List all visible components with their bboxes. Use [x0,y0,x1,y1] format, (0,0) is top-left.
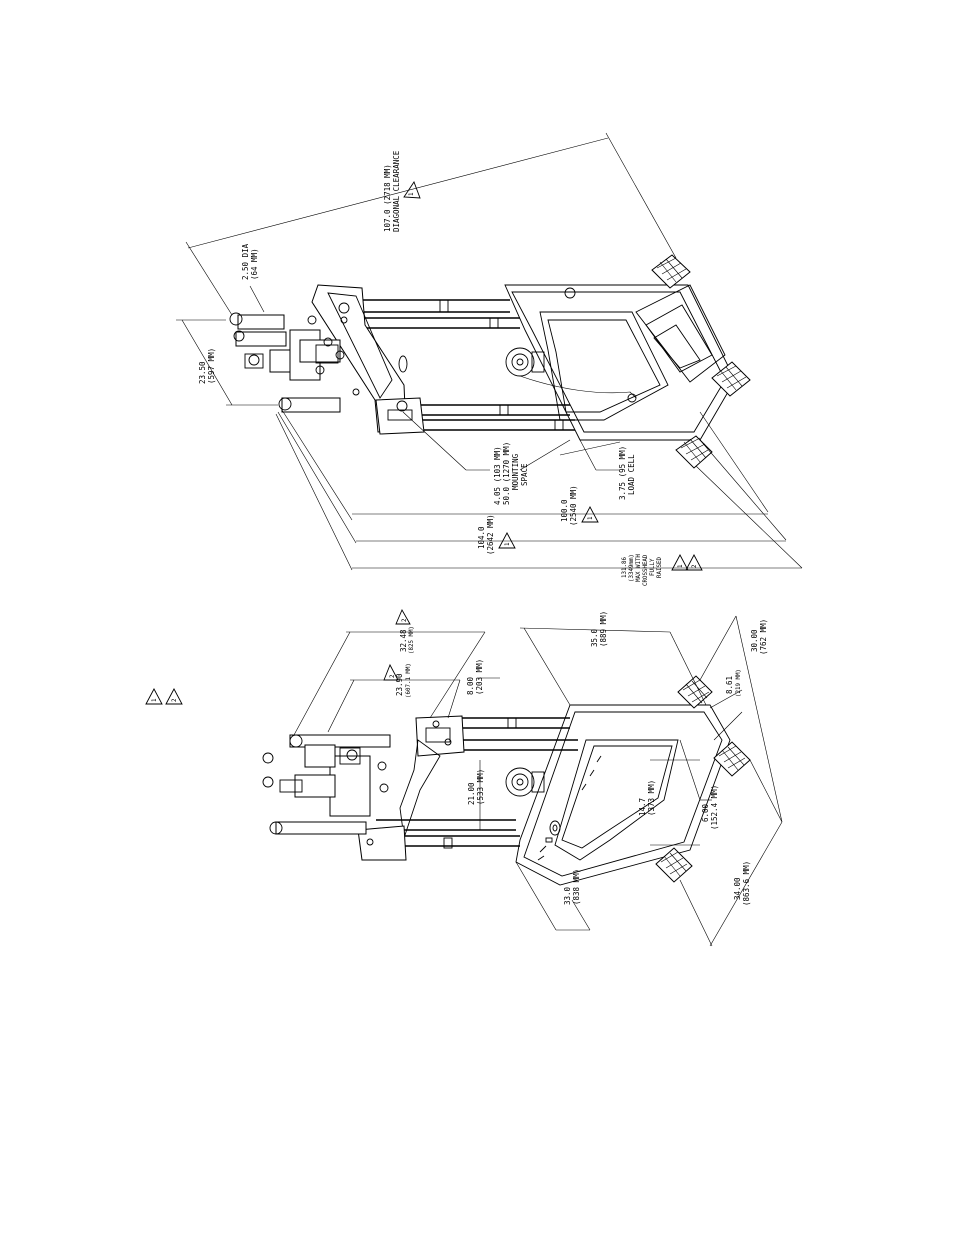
lower-grip-assembly [262,734,391,835]
note-2-triangle [395,608,411,625]
lower-foot [677,675,713,709]
note-1-number: 1 [409,192,415,196]
width-2100-label: 21.00 [467,782,476,805]
depth-3000-label-2: (762 MM) [759,619,768,655]
depth-3000-label: 30.00 [750,629,759,652]
mounting-space-label-3: MOUNTING [511,453,520,490]
upper-foot [651,254,691,289]
depth-600-label: 6.00 [701,803,710,822]
depth-800-label-2: (203 MM) [475,659,484,695]
width-3248-label-2: (825 MM) [409,626,415,654]
depth-600-label-2: (152.4 MM) [710,785,719,830]
mounting-space-label: 4.05 (103 MM) [493,446,502,505]
diagonal-clearance-label: 107.0 (2718 MM) [383,164,392,232]
upper-crosshead [311,284,425,435]
depth-861-label-2: (219 MM) [736,669,742,697]
legend-note-1-number: 1 [152,698,158,702]
note-1-triangle [403,181,421,199]
height-131-label-3: MAX WITH [636,554,642,582]
depth-147-label: 14.7 [638,798,647,816]
width-350-label: 35.0 [590,628,599,647]
upper-dimensions: 107.0 (2718 MM) DIAGONAL CLEARANCE 1 2.5… [176,132,803,586]
upper-load-cell [505,347,545,377]
load-cell-label-2: LOAD CELL [627,454,636,495]
legend-note-2-number: 2 [172,699,178,703]
depth-861-label: 8.61 [725,676,734,694]
note-1-number: 1 [505,542,511,546]
legend-note-symbols: 1 2 [145,688,183,705]
lower-crosshead [357,715,465,861]
note-2-number: 2 [692,565,698,569]
note-2-number: 2 [402,619,408,623]
height-100-label-2: (2540 MM) [569,485,578,526]
height-131-label-4: CROSSHEAD [643,554,649,586]
mounting-space-label-4: SPACE [520,463,529,486]
lower-machine-view [262,675,751,886]
note-2-triangle [383,663,399,681]
upper-machine-view [229,254,751,469]
width-330-label-2: (838 MM) [572,869,581,905]
mounting-space-label-2: 50.0 (1270 MM) [502,442,511,505]
rod-spacing-label-2: (597 MM) [207,348,216,384]
width-3400-label: 34.00 [733,877,742,900]
note-2-triangle [685,554,703,571]
width-3400-label-2: (863.6 MM) [742,861,751,906]
width-350-label-2: (889 MM) [599,611,608,647]
lower-load-cell [505,767,545,797]
width-330-label: 33.0 [563,886,572,905]
depth-800-label: 8.00 [466,676,475,695]
legend-note-2-triangle [165,688,183,705]
load-cell-label: 3.75 (95 MM) [618,446,627,500]
upper-foot [675,435,713,469]
width-3248-label: 32.48 [399,629,408,652]
height-131-label-5: FULLY [650,558,656,576]
note-1-triangle [581,506,599,523]
height-131-label-6: RAISED [657,557,663,578]
depth-147-label-2: (373 MM) [647,780,656,816]
height-100-label: 100.0 [560,499,569,522]
note-1-triangle [671,554,689,571]
legend-note-1-triangle [145,688,163,705]
upper-foot [711,361,751,397]
width-2390-label-2: (607.1 MM) [406,663,412,698]
lower-dimensions: 32.48 (825 MM) 2 23.90 (607.1 MM) 2 8.00… [293,608,783,947]
width-2100-label-2: (533 MM) [476,769,485,805]
note-1-number: 1 [588,516,594,520]
height-131-label: 131.86 [622,557,628,578]
note-1-triangle [498,532,516,549]
note-1-number: 1 [678,564,684,568]
lower-foot [655,847,693,883]
height-104-label: 104.0 [477,526,486,549]
diagonal-clearance-label-2: DIAGONAL CLEARANCE [392,150,401,232]
rod-diameter-label: 2.50 DIA [241,243,250,280]
rod-spacing-label: 23.50 [198,361,207,384]
lower-foot [713,741,751,777]
upper-grip-assembly [229,312,345,413]
height-104-label-2: (2642 MM) [486,514,495,555]
width-2390-label: 23.90 [395,673,404,696]
note-2-number: 2 [390,675,396,679]
rod-diameter-label-2: (64 MM) [250,248,259,280]
height-131-label-2: (3349mm) [629,554,635,582]
